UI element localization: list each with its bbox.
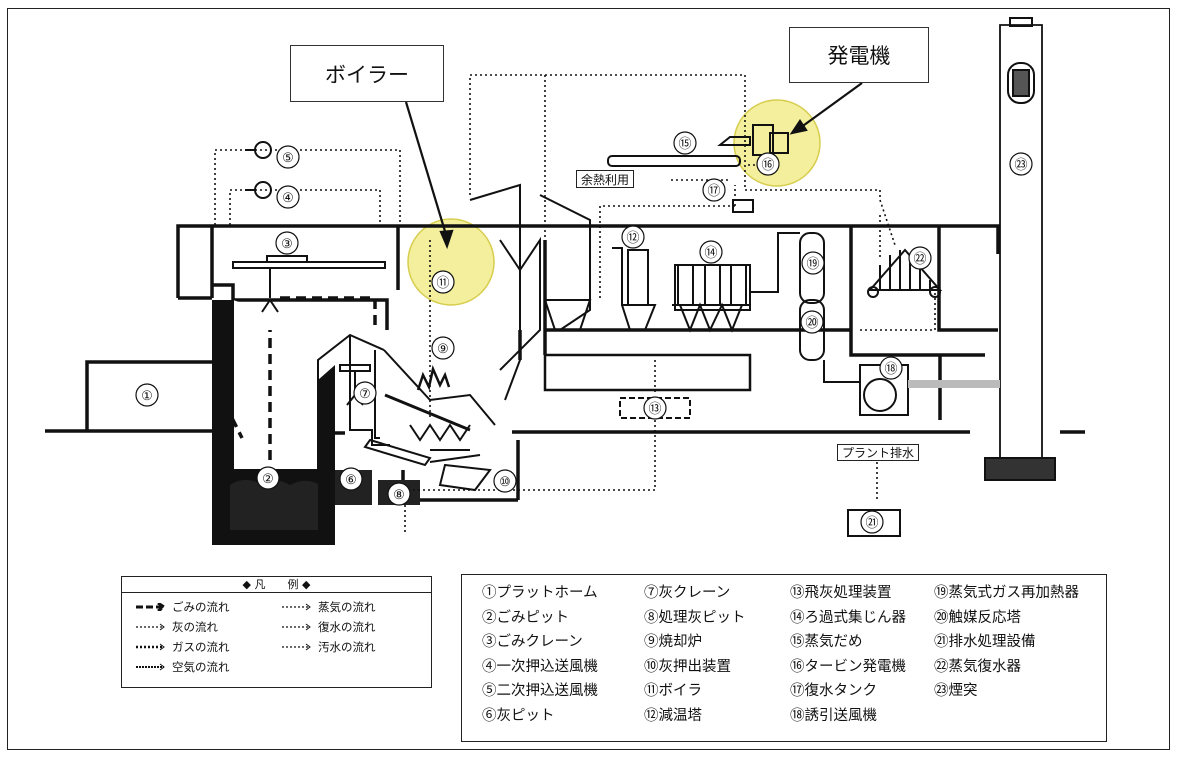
legend-label: 復水の流れ: [318, 620, 376, 634]
key-item: ⑦灰クレーン: [644, 585, 731, 601]
marker-12: ⑫: [626, 231, 639, 246]
marker-4: ④: [282, 191, 294, 206]
legend-label: ガスの流れ: [172, 640, 230, 654]
legend-item-air: 空気の流れ: [136, 659, 230, 675]
garbage-crane: [232, 255, 386, 313]
equipment: [245, 17, 1056, 537]
key-item: ⑨焼却炉: [644, 634, 702, 650]
marker-22: ㉒: [913, 252, 926, 267]
key-item: ⑮蒸気だめ: [790, 634, 863, 650]
legend: ◆ 凡 例 ◆ ごみの流れ 灰の流れ ガスの流れ 空気の流れ 蒸気の流れ 復水の…: [121, 576, 432, 688]
building-outline: [45, 224, 1085, 502]
marker-17: ⑰: [707, 184, 720, 199]
legend-item-sewage: 汚水の流れ: [282, 639, 376, 655]
callout-arrows: [404, 82, 863, 250]
key-item: ①プラットホーム: [482, 585, 598, 601]
key-column-1: ①プラットホーム ②ごみピット ③ごみクレーン ④一次押込送風機 ⑤二次押込送風…: [482, 581, 598, 728]
ash-flow-icon: [136, 623, 165, 631]
marker-13: ⑬: [648, 402, 661, 417]
number-labels: ① ② ③ ④ ⑤ ⑥ ⑦ ⑧ ⑨ ⑩ ⑪ ⑫ ⑬ ⑭ ⑮ ⑯ ⑰ ⑱ ⑲ ⑳ …: [141, 137, 1027, 531]
key-item: ⑳触媒反応塔: [934, 609, 1021, 626]
marker-20: ⑳: [805, 316, 818, 331]
number-markers: [135, 131, 1033, 534]
key-item: ②ごみピット: [482, 609, 569, 626]
key-item: ⑬飛灰処理装置: [790, 585, 892, 601]
condensate-flow-icon: [282, 623, 311, 631]
marker-19: ⑲: [806, 257, 819, 272]
generator-callout: 発電機: [789, 27, 929, 83]
marker-9: ⑨: [437, 342, 449, 357]
marker-1: ①: [141, 389, 153, 404]
marker-21: ㉑: [865, 516, 878, 531]
sewage-flow-icon: [282, 643, 311, 651]
diagram-frame: [7, 8, 1170, 750]
key-item: ㉓煙突: [934, 683, 978, 699]
key-item: ⑥灰ピット: [482, 707, 555, 724]
key-item: ④一次押込送風機: [482, 658, 598, 675]
marker-11: ⑪: [436, 276, 449, 291]
legend-title: ◆ 凡 例 ◆: [122, 577, 431, 593]
legend-item-gas: ガスの流れ: [136, 639, 230, 655]
marker-3: ③: [281, 237, 293, 252]
key-item: ㉒蒸気復水器: [934, 658, 1021, 675]
key-item: ㉑排水処理設備: [934, 634, 1036, 650]
legend-label: ごみの流れ: [172, 600, 230, 614]
key-item: ③ごみクレーン: [482, 634, 583, 650]
marker-16: ⑯: [761, 158, 774, 173]
legend-item-steam: 蒸気の流れ: [282, 599, 376, 615]
marker-2: ②: [262, 472, 274, 487]
key-item: ⑰復水タンク: [790, 683, 877, 699]
marker-14: ⑭: [704, 246, 717, 261]
garbage-flow: [230, 296, 377, 460]
key-item: ⑤二次押込送風機: [482, 683, 598, 699]
legend-label: 灰の流れ: [172, 620, 218, 634]
waste-heat-label: 余熱利用: [576, 170, 635, 188]
legend-label: 蒸気の流れ: [318, 600, 376, 614]
key-item: ⑱誘引送風機: [790, 707, 877, 724]
steam-flow-icon: [282, 603, 311, 611]
boiler-callout: ボイラー: [290, 45, 444, 102]
key-column-4: ⑲蒸気式ガス再加熱器 ⑳触媒反応塔 ㉑排水処理設備 ㉒蒸気復水器 ㉓煙突: [934, 581, 1079, 704]
equipment-key: ①プラットホーム ②ごみピット ③ごみクレーン ④一次押込送風機 ⑤二次押込送風…: [461, 574, 1107, 742]
key-item: ⑧処理灰ピット: [644, 609, 746, 626]
legend-label: 汚水の流れ: [318, 640, 376, 654]
marker-6: ⑥: [345, 473, 357, 488]
key-column-2: ⑦灰クレーン ⑧処理灰ピット ⑨焼却炉 ⑩灰押出装置 ⑪ボイラ ⑫減温塔: [644, 581, 746, 728]
generator-highlight: [733, 99, 821, 187]
marker-18: ⑱: [884, 362, 897, 377]
marker-7: ⑦: [359, 387, 371, 402]
key-item: ⑩灰押出装置: [644, 658, 731, 675]
air-flow-icon: [136, 663, 165, 671]
marker-23: ㉓: [1014, 158, 1027, 173]
key-item: ⑪ボイラ: [644, 683, 702, 699]
legend-item-garbage: ごみの流れ: [136, 599, 230, 615]
flow-lines: [214, 74, 936, 535]
legend-label: 空気の流れ: [172, 660, 230, 674]
legend-item-condensate: 復水の流れ: [282, 619, 376, 635]
gas-flow-icon: [136, 643, 165, 651]
key-column-3: ⑬飛灰処理装置 ⑭ろ過式集じん器 ⑮蒸気だめ ⑯タービン発電機 ⑰復水タンク ⑱…: [790, 581, 906, 728]
marker-5: ⑤: [282, 151, 294, 166]
garbage-flow-icon: [136, 603, 166, 611]
marker-10: ⑩: [499, 475, 511, 490]
plant-drain-label: プラント排水: [837, 444, 920, 461]
key-item: ⑲蒸気式ガス再加熱器: [934, 585, 1079, 601]
legend-item-ash: 灰の流れ: [136, 619, 218, 635]
key-item: ⑫減温塔: [644, 707, 702, 724]
key-item: ⑭ろ過式集じん器: [790, 609, 906, 626]
marker-15: ⑮: [678, 137, 691, 152]
garbage-pit: [212, 300, 420, 545]
marker-8: ⑧: [393, 488, 405, 503]
key-item: ⑯タービン発電機: [790, 658, 906, 675]
furnace: [349, 183, 591, 492]
